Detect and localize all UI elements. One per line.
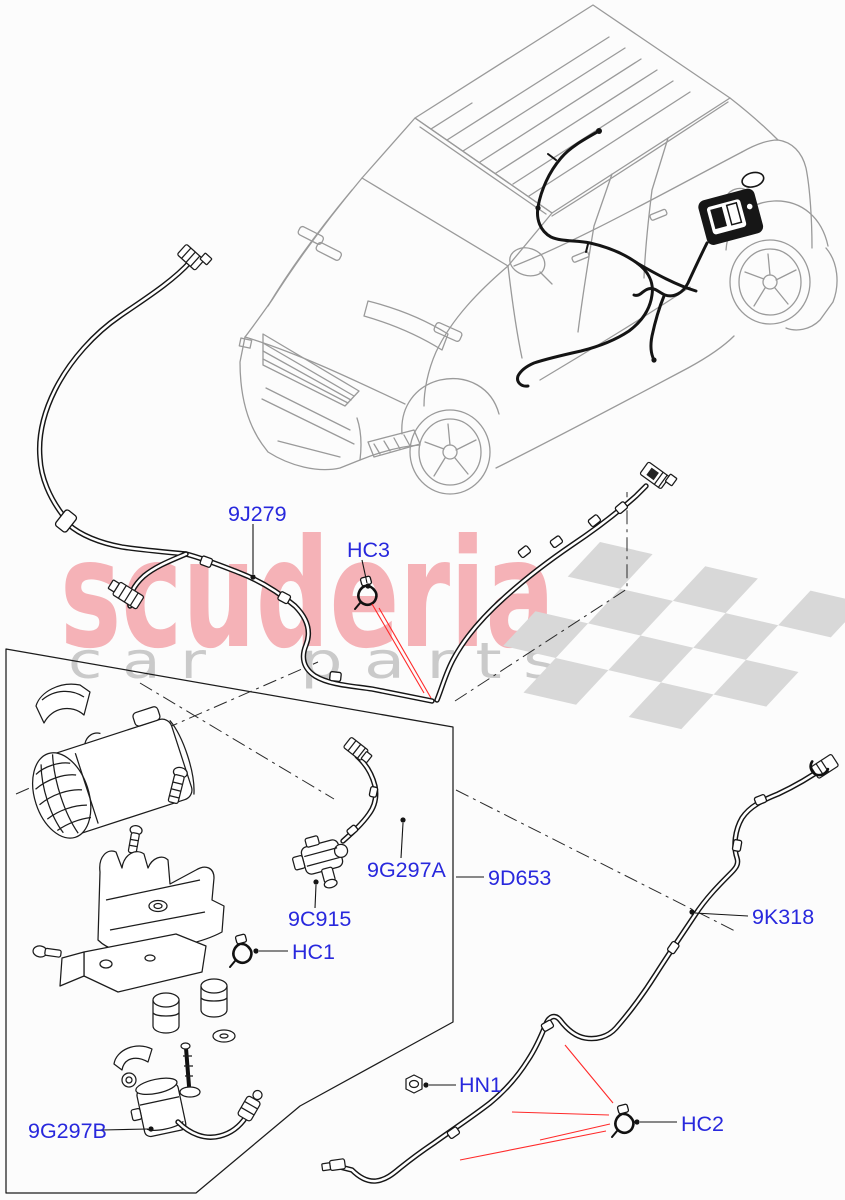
part-label-9G297B[interactable]: 9G297B: [28, 1119, 107, 1143]
stud-bolt: [179, 1042, 201, 1098]
vapour-hose: [340, 737, 379, 844]
clip-HC2: [611, 1103, 635, 1138]
car-headlight: [363, 300, 449, 351]
fuel-vapour-tube-9J279: [36, 244, 435, 704]
carbon-canister-assembly: [32, 683, 379, 1140]
checkered-flag-watermark: [503, 542, 845, 730]
tube-end-connector: [177, 244, 213, 271]
watermark-sub-left: c a r: [68, 632, 207, 690]
car-front-wheel: [401, 378, 500, 495]
part-label-9C915[interactable]: 9C915: [288, 907, 351, 931]
car-harness: [516, 128, 709, 388]
fuel-filler-module: [698, 171, 765, 245]
bracket-plate: [32, 933, 207, 993]
bolt: [127, 825, 143, 854]
vapour-pump: [130, 1077, 263, 1140]
part-labels: 9J279 HC3 9D653 9G297A 9C915 HC1 9K318 H…: [28, 502, 814, 1143]
nut-HN1: [405, 1074, 423, 1094]
tube-end-connector: [809, 754, 839, 779]
leader-lines: [101, 524, 749, 1132]
tube-end-connector: [639, 461, 678, 489]
part-label-9D653[interactable]: 9D653: [488, 866, 551, 890]
car-rear: [725, 97, 838, 331]
fuel-vapour-tube-9K318: [321, 754, 839, 1184]
hose-clamp: [113, 1045, 153, 1088]
clip-HC3: [354, 575, 378, 610]
part-label-HC2[interactable]: HC2: [681, 1112, 724, 1136]
rubber-bushing: [200, 978, 228, 1018]
fuel-vapour-tube-rear-arm: [434, 461, 678, 703]
part-label-HC1[interactable]: HC1: [292, 940, 335, 964]
car-grille: [262, 333, 360, 407]
pump-connector: [237, 1089, 263, 1122]
clip-HC1: [229, 933, 253, 968]
canister-strap: [35, 683, 91, 724]
part-label-9J279[interactable]: 9J279: [228, 502, 287, 526]
car-mirror: [509, 247, 553, 285]
part-label-HN1[interactable]: HN1: [459, 1073, 502, 1097]
assembly-boundary-box: [5, 648, 454, 1194]
highlight-lines: [371, 603, 614, 1161]
carbon-canister: [32, 706, 195, 839]
part-label-9K318[interactable]: 9K318: [752, 905, 814, 929]
rubber-bushing: [152, 992, 180, 1034]
part-label-9G297A[interactable]: 9G297A: [367, 858, 447, 882]
washer: [212, 1029, 236, 1043]
tube-branch-connector: [107, 579, 144, 610]
hood-vent: [297, 225, 343, 261]
tube-end-fitting: [321, 1158, 346, 1172]
vehicle-illustration: [238, 4, 838, 495]
part-label-HC3[interactable]: HC3: [347, 538, 390, 562]
bolt: [167, 766, 188, 805]
car-front-bumper: [238, 336, 421, 471]
purge-valve: [292, 835, 349, 889]
